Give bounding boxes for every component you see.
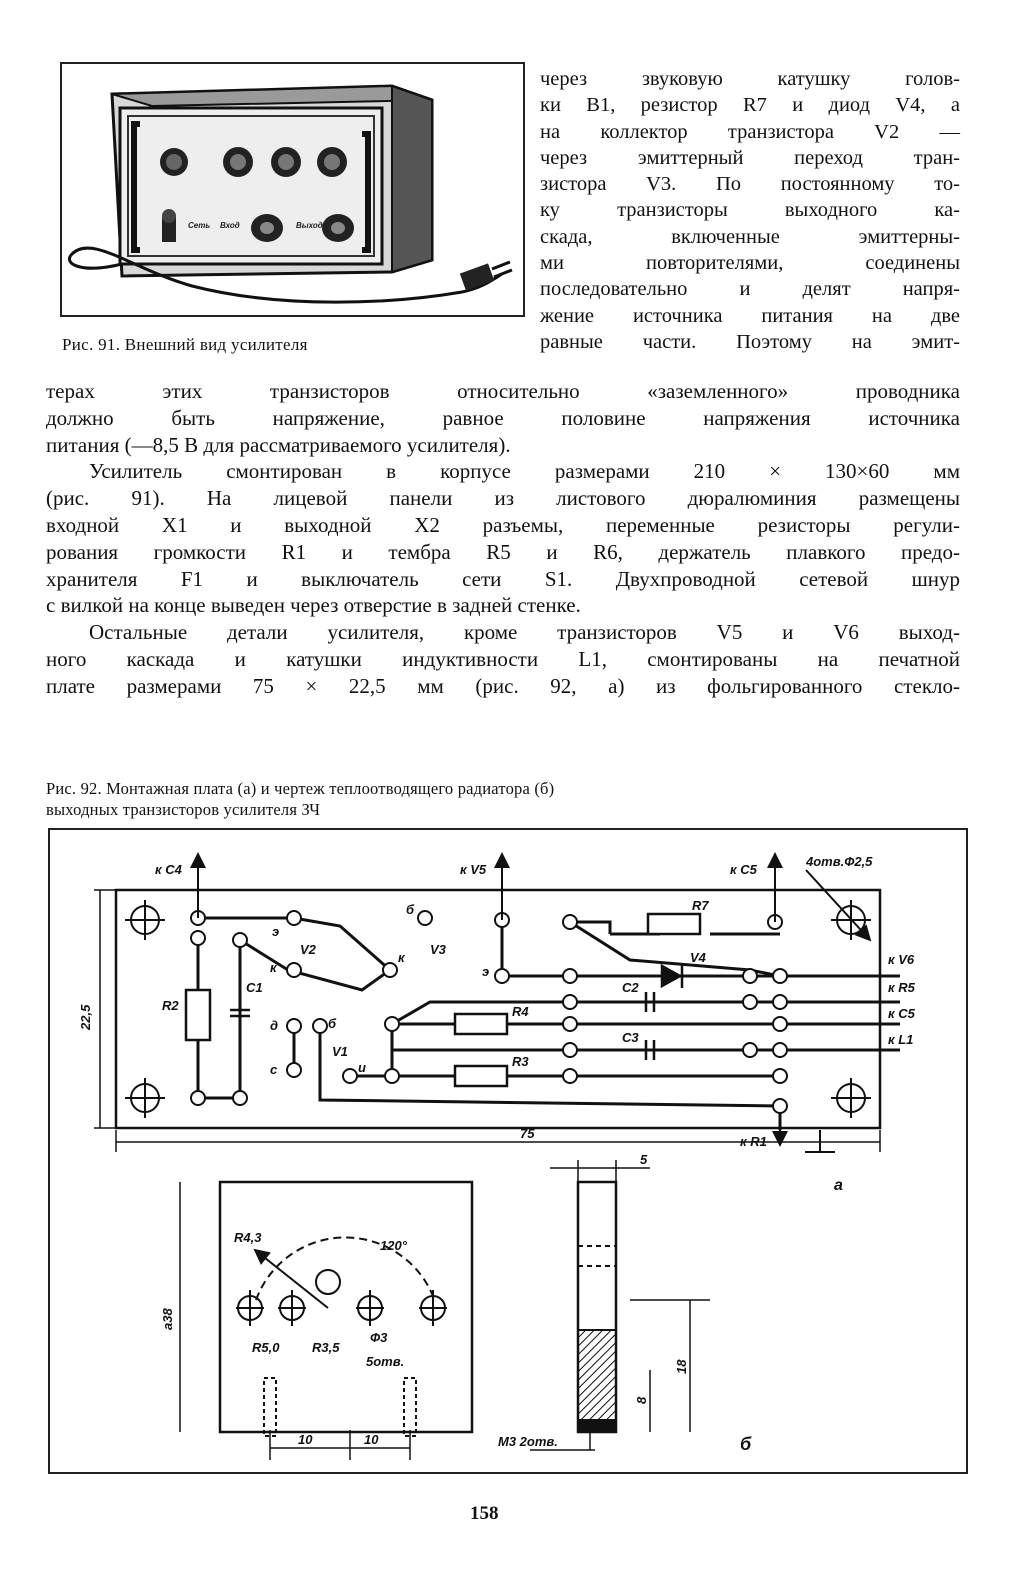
- text-line: зистора V3. По постоянному то-: [540, 173, 960, 196]
- text-line: на коллектор транзистора V2 —: [540, 120, 960, 143]
- label-V1: V1: [332, 1044, 348, 1059]
- pcb-outline: [114, 888, 882, 1130]
- pcb-and-heatsink-drawing: к С4 к V5 к С5 4отв.Ф2,5 R7 V4 к V6 к R5…: [78, 852, 916, 1460]
- text-line: ку транзисторы выходного ка-: [540, 199, 960, 222]
- text-line: Усилитель смонтирован в корпусе размерам…: [89, 459, 960, 484]
- body-text: терах этих транзисторов относительно «за…: [46, 378, 960, 700]
- label-k1: к: [270, 960, 278, 975]
- text-line: ми повторителями, соединены: [540, 252, 960, 275]
- label-sub-a: а: [834, 1177, 843, 1194]
- label-kR1: к R1: [740, 1134, 767, 1149]
- caption-line: выходных транзисторов усилителя ЗЧ: [46, 800, 321, 819]
- label-c1: с: [270, 1062, 278, 1077]
- label-e1: э: [272, 924, 279, 939]
- page-number: 158: [470, 1503, 499, 1524]
- label-k2: к: [398, 950, 406, 965]
- figure-91-caption: Рис. 91. Внешний вид усилителя: [62, 335, 308, 354]
- text-line: через звуковую катушку голов-: [540, 68, 960, 90]
- text-line: с вилкой на конце выведен через отверсти…: [46, 593, 581, 618]
- text-line: ного каскада и катушки индуктивности L1,…: [46, 646, 960, 671]
- label-R7: R7: [692, 898, 709, 913]
- label-C2: С2: [622, 980, 639, 995]
- text-line: (рис. 91). На лицевой панели из листовог…: [46, 486, 960, 511]
- pcb-leads: [190, 852, 872, 1153]
- label-R3: R3: [512, 1054, 529, 1069]
- heatsink-side: [530, 1160, 710, 1451]
- text-line: равные части. Поэтому на эмит-: [540, 330, 960, 353]
- text-line: плате размерами 75 × 22,5 мм (рис. 92, а…: [46, 673, 960, 698]
- label-m3: М3 2отв.: [498, 1434, 558, 1449]
- label-R35: R3,5: [312, 1340, 340, 1355]
- label-R4: R4: [512, 1004, 529, 1019]
- text-line: ки B1, резистор R7 и диод V4, а: [540, 94, 960, 117]
- label-kV5: к V5: [460, 862, 487, 877]
- label-kL1: к L1: [888, 1032, 913, 1047]
- resistor-R3: [453, 1064, 509, 1088]
- label-dim18: 18: [674, 1359, 689, 1374]
- label-V2: V2: [300, 942, 317, 957]
- label-R50: R5,0: [252, 1340, 280, 1355]
- label-phi3: Ф3: [370, 1330, 388, 1345]
- text-line: последовательно и делят напря-: [540, 278, 960, 301]
- svg-text:Сеть: Сеть: [188, 221, 210, 230]
- caption-line: Рис. 92. Монтажная плата (а) и чертеж те…: [46, 779, 555, 798]
- heatsink-plate: [179, 1180, 474, 1460]
- figure-92-drawing: к С4 к V5 к С5 4отв.Ф2,5 R7 V4 к V6 к R5…: [48, 828, 968, 1474]
- label-kC5b: к С5: [888, 1006, 916, 1021]
- mounting-holes: [125, 900, 871, 1118]
- label-holes5: 5отв.: [366, 1354, 404, 1369]
- label-V4: V4: [690, 950, 707, 965]
- text-line: входной X1 и выходной X2 разъемы, переме…: [46, 512, 960, 537]
- label-kR5: к R5: [888, 980, 916, 995]
- label-R2: R2: [162, 998, 179, 1013]
- label-kC4: к С4: [155, 862, 183, 877]
- svg-text:Вход: Вход: [220, 221, 240, 230]
- label-dim8: 8: [634, 1396, 649, 1404]
- text-line: скада, включенные эмиттерны-: [540, 225, 960, 248]
- label-u1: и: [358, 1060, 366, 1075]
- label-kV6: к V6: [888, 952, 915, 967]
- label-a38: а38: [160, 1308, 175, 1330]
- label-b2: б: [328, 1016, 337, 1031]
- text-line: Остальные детали усилителя, кроме транзи…: [89, 620, 960, 645]
- label-sub-b: б: [740, 1434, 752, 1454]
- text-line: питания (—8,5 В для рассматриваемого уси…: [46, 432, 511, 457]
- pcb-pads: [190, 910, 788, 1114]
- text-line: хранителя F1 и выключатель сети S1. Двух…: [46, 566, 960, 591]
- text-line: рования громкости R1 и тембра R5 и R6, д…: [46, 539, 960, 564]
- label-dim10a: 10: [298, 1432, 313, 1447]
- resistor-R7: [646, 912, 702, 936]
- label-dim5: 5: [640, 1152, 648, 1167]
- label-dim-75: 75: [520, 1126, 535, 1141]
- label-C3: С3: [622, 1030, 639, 1045]
- text-line: терах этих транзисторов относительно «за…: [46, 379, 960, 403]
- label-dim10b: 10: [364, 1432, 379, 1447]
- svg-text:Выход: Выход: [296, 221, 323, 230]
- text-line: должно быть напряжение, равное половине …: [46, 405, 960, 430]
- amplifier-illustration: Сеть Вход Выход: [68, 84, 513, 304]
- pcb-dimensions: [94, 889, 881, 1152]
- label-C1: С1: [246, 980, 263, 995]
- resistor-R4: [453, 1012, 509, 1036]
- label-e2: э: [482, 964, 489, 979]
- label-dim-225: 22,5: [78, 1004, 93, 1031]
- label-a120: 120°: [380, 1238, 408, 1253]
- text-line: жение источника питания на две: [540, 304, 960, 327]
- text-line: через эмиттерный переход тран-: [540, 146, 960, 169]
- label-holes: 4отв.Ф2,5: [805, 854, 873, 869]
- label-d1: д: [270, 1018, 278, 1033]
- pcb-components: [184, 912, 702, 1088]
- label-R43: R4,3: [234, 1230, 262, 1245]
- label-V3: V3: [430, 942, 447, 957]
- figure-91-photo: Сеть Вход Выход: [60, 62, 525, 317]
- label-b1: б: [406, 902, 415, 917]
- resistor-R2: [184, 988, 212, 1042]
- label-kC5: к С5: [730, 862, 758, 877]
- right-column-text: через звуковую катушку голов- ки B1, рез…: [540, 66, 960, 355]
- figure-92-caption: Рис. 92. Монтажная плата (а) и чертеж те…: [46, 778, 926, 820]
